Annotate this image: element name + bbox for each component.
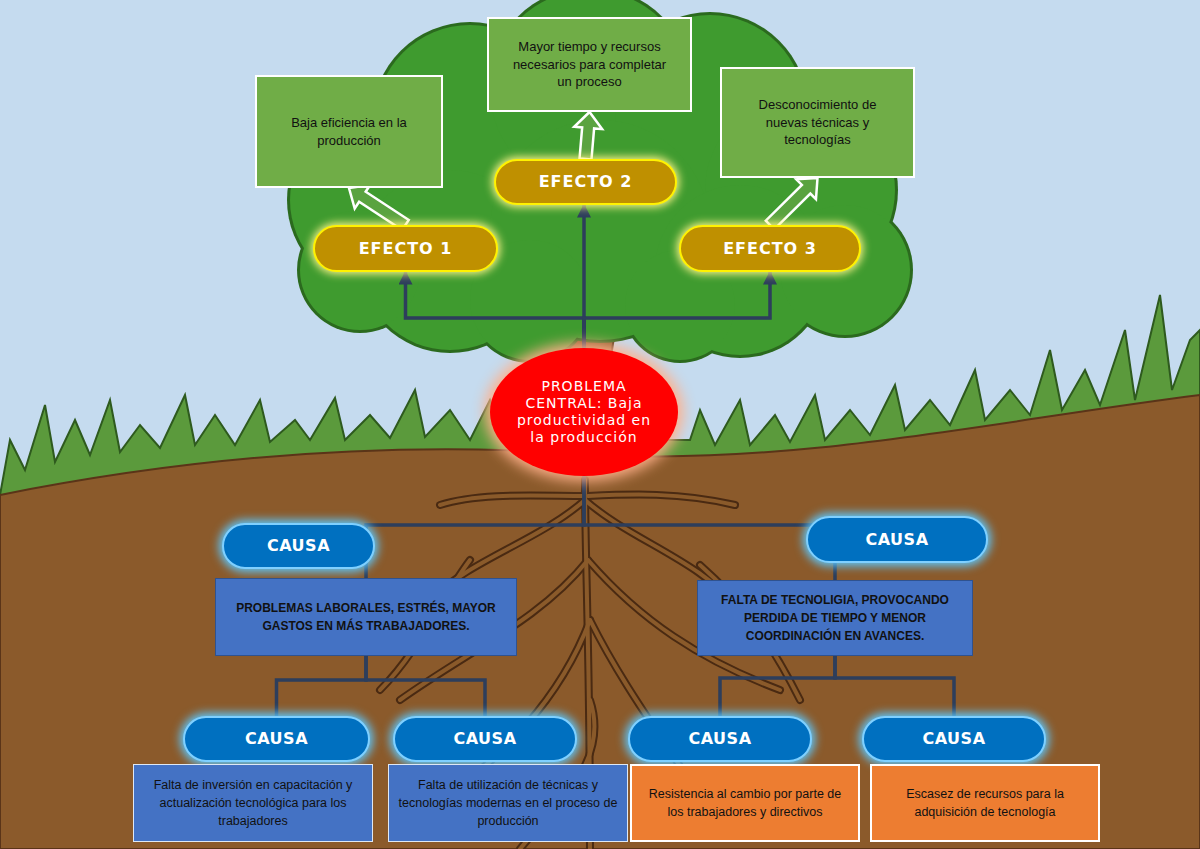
cause-pill: CAUSA [628,716,812,762]
block-arrow [349,185,409,230]
node-text-group: CAUSA [453,729,516,748]
node-label: EFECTO 2 [539,172,633,191]
node-label: Falta de inversión en capacitación y act… [142,776,364,830]
node-text-group: Falta de inversión en capacitación y act… [142,776,364,830]
cause-pill: CAUSA [183,716,370,762]
node-label: Mayor tiempo y recursos necesarios para … [509,38,670,91]
node-label: EFECTO 1 [359,239,453,258]
leaf-blue: Falta de inversión en capacitación y act… [133,764,373,842]
effect-pill: EFECTO 1 [313,225,498,272]
problem-node: PROBLEMA CENTRAL: Baja productividad en … [490,348,678,476]
node-text-group: PROBLEMA CENTRAL: Baja productividad en … [512,378,656,445]
node-label: Escasez de recursos para la adquisición … [880,785,1090,821]
leaf-orange: Resistencia al cambio por parte de los t… [630,764,860,842]
connector-line [584,272,770,348]
block-arrow [766,178,818,229]
node-text-group: FALTA DE TECNOLIGIA, PROVOCANDO PERDIDA … [704,591,966,645]
node-label: PROBLEMAS LABORALES, ESTRÉS, MAYOR GASTO… [222,599,510,635]
node-label: CAUSA [267,536,330,555]
node-text-group: PROBLEMAS LABORALES, ESTRÉS, MAYOR GASTO… [222,599,510,635]
effect-box: Baja eficiencia en la producción [255,75,443,188]
node-text-group: CAUSA [865,530,928,549]
node-text-group: CAUSA [267,536,330,555]
connector-line [584,476,835,580]
node-text-group: EFECTO 1 [359,239,453,258]
effect-pill: EFECTO 2 [494,159,677,205]
node-label: CAUSA [865,530,928,549]
effect-box: Desconocimiento de nuevas técnicas y tec… [720,67,915,178]
cause-pill: CAUSA [862,716,1046,762]
connector-line [277,656,367,716]
node-label: EFECTO 3 [723,239,817,258]
node-label: CAUSA [688,729,751,748]
node-label: CAUSA [453,729,516,748]
node-text-group: EFECTO 2 [539,172,633,191]
effect-pill: EFECTO 3 [679,225,861,272]
node-text-group: Desconocimiento de nuevas técnicas y tec… [742,96,893,149]
node-text-group: Falta de utilización de técnicas y tecno… [397,776,619,830]
node-label: Desconocimiento de nuevas técnicas y tec… [742,96,893,149]
node-text-group: Mayor tiempo y recursos necesarios para … [509,38,670,91]
connector-line [835,656,954,716]
block-arrow [574,112,602,160]
effect-box: Mayor tiempo y recursos necesarios para … [487,17,692,112]
connector-line [366,476,584,578]
node-label: PROBLEMA CENTRAL: Baja productividad en … [512,378,656,445]
leaf-blue: Falta de utilización de técnicas y tecno… [388,764,628,842]
connector-line [406,272,585,348]
cause-pill: CAUSA [806,516,988,563]
cause-pill: CAUSA [222,523,375,569]
cause-box: FALTA DE TECNOLIGIA, PROVOCANDO PERDIDA … [697,580,973,656]
connector-line [720,656,835,716]
cause-pill: CAUSA [393,716,577,762]
node-text-group: Resistencia al cambio por parte de los t… [640,785,850,821]
connector-line [366,656,485,716]
node-label: Resistencia al cambio por parte de los t… [640,785,850,821]
node-text-group: Baja eficiencia en la producción [277,114,421,149]
node-text-group: CAUSA [245,729,308,748]
cause-box: PROBLEMAS LABORALES, ESTRÉS, MAYOR GASTO… [215,578,517,656]
node-text-group: Escasez de recursos para la adquisición … [880,785,1090,821]
node-text-group: CAUSA [922,729,985,748]
node-label: CAUSA [922,729,985,748]
node-label: Falta de utilización de técnicas y tecno… [397,776,619,830]
leaf-orange: Escasez de recursos para la adquisición … [870,764,1100,842]
node-label: Baja eficiencia en la producción [277,114,421,149]
node-text-group: EFECTO 3 [723,239,817,258]
node-label: CAUSA [245,729,308,748]
node-label: FALTA DE TECNOLIGIA, PROVOCANDO PERDIDA … [704,591,966,645]
node-text-group: CAUSA [688,729,751,748]
